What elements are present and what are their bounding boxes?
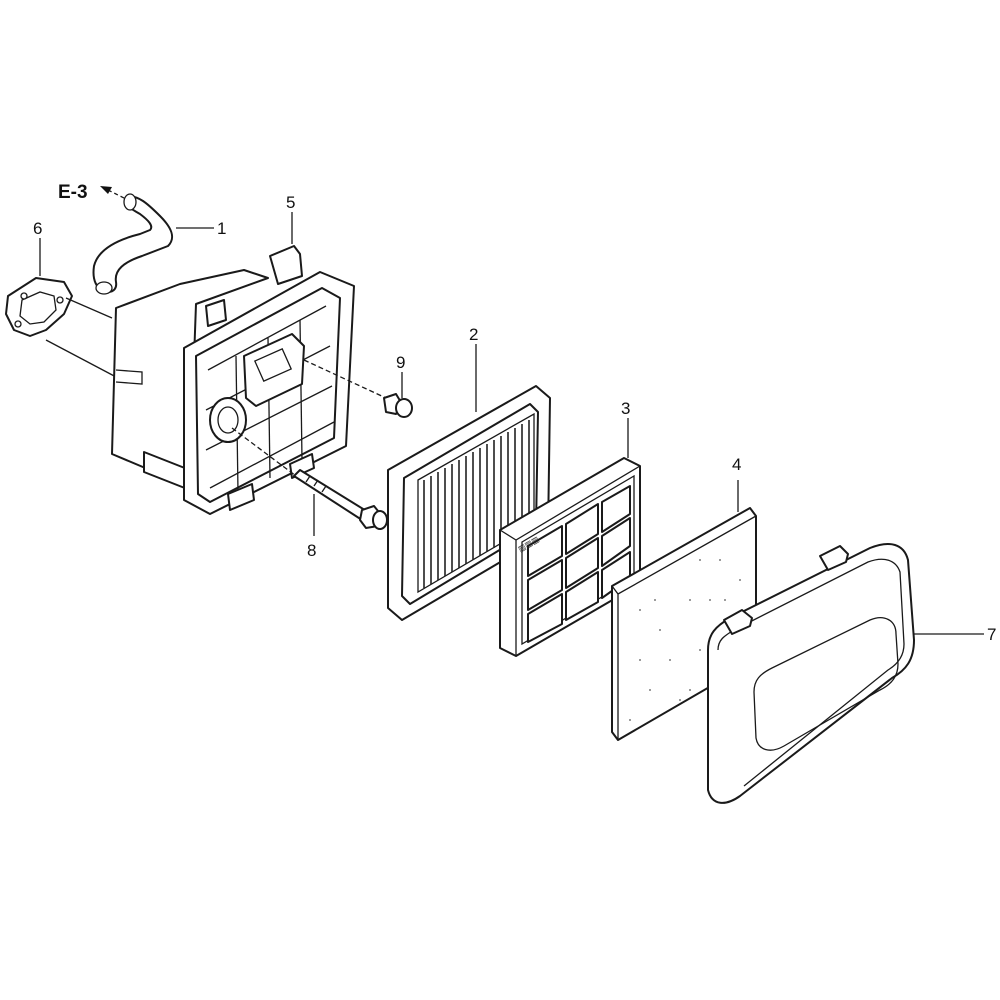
part-number-3: 3	[621, 399, 630, 418]
part-element[interactable]	[387, 385, 551, 621]
part-hose[interactable]	[92, 193, 174, 295]
element-pleats	[423, 420, 530, 588]
part-number-7: 7	[987, 625, 996, 644]
part-long-bolt[interactable]	[231, 427, 388, 530]
part-number-9: 9	[396, 353, 405, 372]
part-number-6: 6	[33, 219, 42, 238]
part-number-5: 5	[286, 193, 295, 212]
part-number-2: 2	[469, 325, 478, 344]
part-number-8: 8	[307, 541, 316, 560]
part-number-1: 1	[217, 219, 226, 238]
part-short-bolt[interactable]	[303, 359, 413, 418]
reference-label: E-3	[58, 182, 88, 203]
gasket-guide-line-1	[65, 297, 113, 319]
part-gasket[interactable]	[5, 277, 73, 337]
part-case[interactable]	[111, 245, 355, 515]
part-number-4: 4	[732, 455, 741, 474]
gasket-guide-line-2	[45, 339, 119, 379]
part-cover[interactable]	[707, 543, 915, 804]
foam-texture	[629, 559, 746, 721]
reference-arrow-icon	[100, 186, 129, 201]
reference-e3[interactable]: E-3	[58, 182, 129, 203]
